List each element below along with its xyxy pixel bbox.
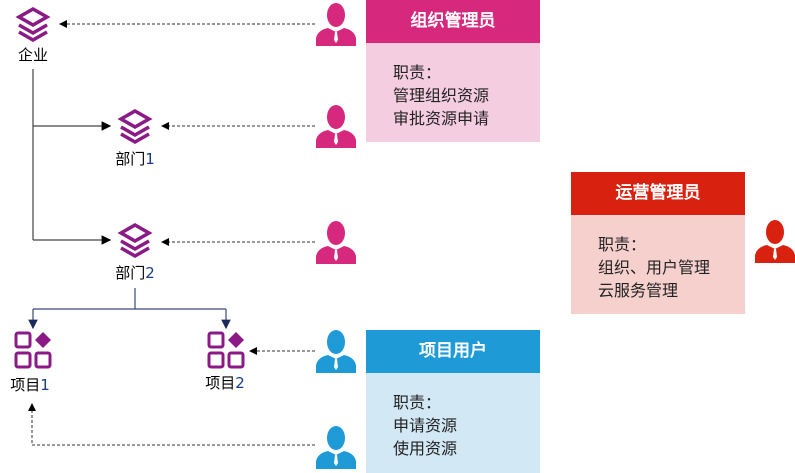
project2-number: 2 bbox=[235, 374, 245, 392]
node-project2: 项目2 bbox=[205, 372, 245, 393]
role-card-ops-admin: 运营管理员 职责： 组织、用户管理 云服务管理 bbox=[571, 172, 745, 314]
apps-icon bbox=[207, 331, 245, 369]
project-user-icon bbox=[316, 330, 356, 373]
role-duties: 职责： 组织、用户管理 云服务管理 bbox=[571, 215, 745, 314]
ops-admin-user-icon bbox=[755, 220, 795, 263]
role-duties: 职责： 管理组织资源 审批资源申请 bbox=[366, 43, 540, 142]
dept1-number: 1 bbox=[145, 150, 155, 168]
tree-line-projects bbox=[32, 288, 227, 327]
dept1-label: 部门 bbox=[115, 150, 146, 168]
project2-label: 项目 bbox=[205, 374, 236, 392]
project-user-icon bbox=[316, 426, 356, 469]
duty-label: 职责： bbox=[393, 63, 442, 82]
duty-item: 管理组织资源 bbox=[393, 86, 490, 105]
node-enterprise: 企业 bbox=[17, 46, 49, 64]
layers-icon bbox=[117, 108, 153, 144]
apps-icon bbox=[14, 331, 52, 369]
project1-number: 1 bbox=[40, 376, 50, 394]
org-admin-user-icon bbox=[316, 221, 356, 264]
duty-item: 云服务管理 bbox=[598, 281, 679, 300]
role-title: 运营管理员 bbox=[571, 172, 745, 215]
duty-item: 审批资源申请 bbox=[393, 109, 490, 128]
dashed-arrow-project1 bbox=[28, 403, 315, 446]
project1-label: 项目 bbox=[10, 376, 41, 394]
node-project1: 项目1 bbox=[10, 374, 50, 395]
role-title: 组织管理员 bbox=[366, 0, 540, 43]
role-duties: 职责： 申请资源 使用资源 bbox=[366, 373, 540, 473]
role-card-project-user: 项目用户 职责： 申请资源 使用资源 bbox=[366, 330, 540, 473]
org-admin-user-icon bbox=[316, 3, 356, 46]
duty-item: 使用资源 bbox=[393, 439, 458, 458]
role-title: 项目用户 bbox=[366, 330, 540, 373]
org-admin-user-icon bbox=[316, 105, 356, 148]
duty-label: 职责： bbox=[598, 235, 647, 254]
node-dept2: 部门2 bbox=[115, 262, 155, 283]
layers-icon bbox=[15, 6, 51, 42]
layers-icon bbox=[117, 222, 153, 258]
duty-item: 申请资源 bbox=[393, 416, 458, 435]
duty-item: 组织、用户管理 bbox=[598, 258, 711, 277]
node-dept1: 部门1 bbox=[115, 148, 155, 169]
dept2-label: 部门 bbox=[115, 264, 146, 282]
dept2-number: 2 bbox=[145, 264, 155, 282]
role-card-org-admin: 组织管理员 职责： 管理组织资源 审批资源申请 bbox=[366, 0, 540, 142]
duty-label: 职责： bbox=[393, 393, 442, 412]
